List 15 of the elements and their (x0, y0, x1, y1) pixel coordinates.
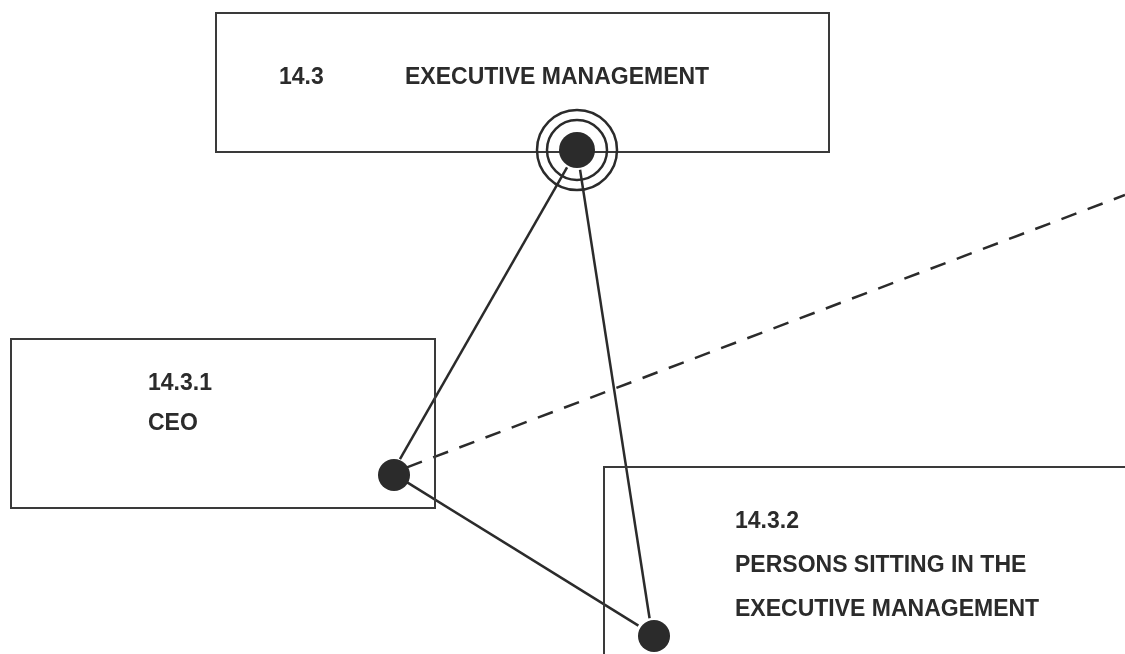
section-box (215, 12, 830, 153)
section-number: 14.3 (279, 62, 324, 91)
section-title: EXECUTIVE MANAGEMENT (405, 62, 710, 91)
section-number: 14.3.2 (735, 506, 799, 535)
section-box (10, 338, 436, 509)
connector-line (398, 166, 569, 460)
connector-dot (378, 459, 410, 491)
section-number: 14.3.1 (148, 368, 212, 397)
connector-line (578, 169, 651, 619)
section-title: PERSONS SITTING IN THE EXECUTIVE MANAGEMENT (735, 550, 1041, 623)
dashed-line (406, 193, 1125, 469)
target-circle (535, 108, 619, 192)
connector-dot (638, 620, 670, 652)
section-box (603, 466, 1125, 654)
section-title: CEO (148, 408, 198, 437)
